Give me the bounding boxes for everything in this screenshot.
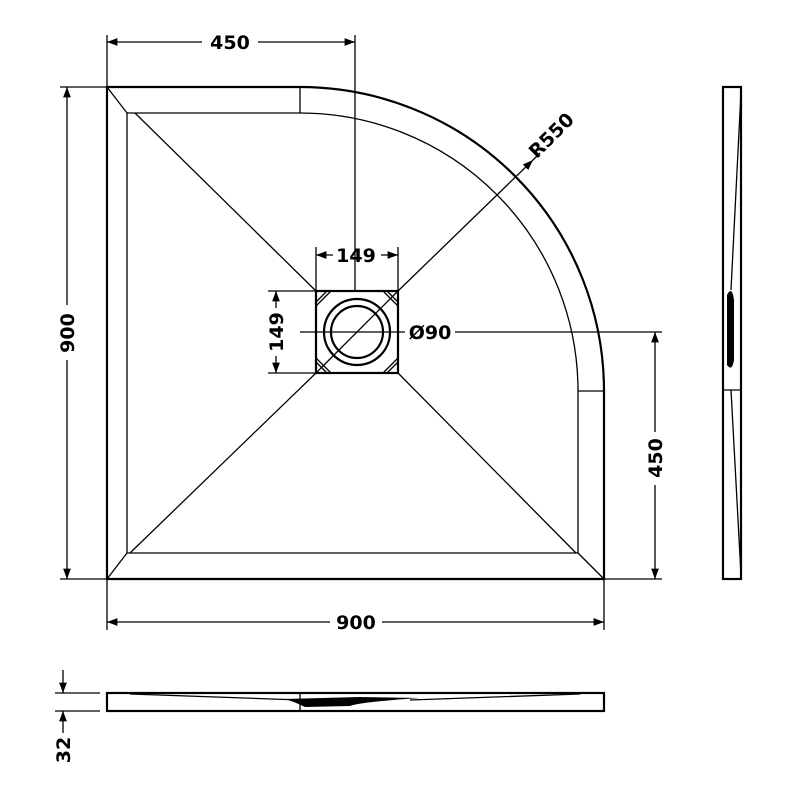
bevel-line (577, 552, 605, 580)
dimension-bottom-900: 900 (106, 579, 605, 634)
dim-label-waste-diameter: Ø90 (409, 322, 452, 344)
dimension-top-450: 450 (106, 32, 356, 291)
dimension-left-900: 900 (57, 86, 107, 580)
fall-line (397, 159, 534, 292)
dim-label-left: 900 (57, 313, 79, 353)
radius-leader (532, 152, 541, 161)
dim-label-right: 450 (645, 438, 667, 478)
dim-label-waste-width: 149 (336, 245, 376, 267)
tray-inner-rim (126, 112, 579, 554)
dimension-waste-width: 149 (315, 245, 399, 291)
dim-label-radius: R550 (525, 109, 579, 163)
dimension-thickness-32: 32 (53, 670, 100, 763)
dim-label-waste-height: 149 (266, 312, 288, 352)
dim-label-bottom: 900 (336, 612, 376, 634)
dimension-waste-diameter: Ø90 (300, 322, 662, 344)
waste-grate-tabs (315, 290, 399, 374)
bevel-line (106, 86, 128, 114)
bevel-line (106, 552, 128, 580)
dim-label-thickness: 32 (53, 737, 75, 763)
fall-line (397, 372, 577, 554)
fall-line (129, 372, 317, 554)
front-elevation (105, 691, 606, 713)
dimension-radius: R550 (525, 109, 579, 163)
side-elevation (721, 85, 743, 581)
plan-view (105, 85, 606, 581)
dimension-right-450: 450 (604, 332, 667, 580)
dim-label-top: 450 (210, 32, 250, 54)
dimension-waste-height: 149 (266, 290, 316, 374)
fall-line (134, 112, 317, 292)
tray-outline (105, 85, 606, 581)
